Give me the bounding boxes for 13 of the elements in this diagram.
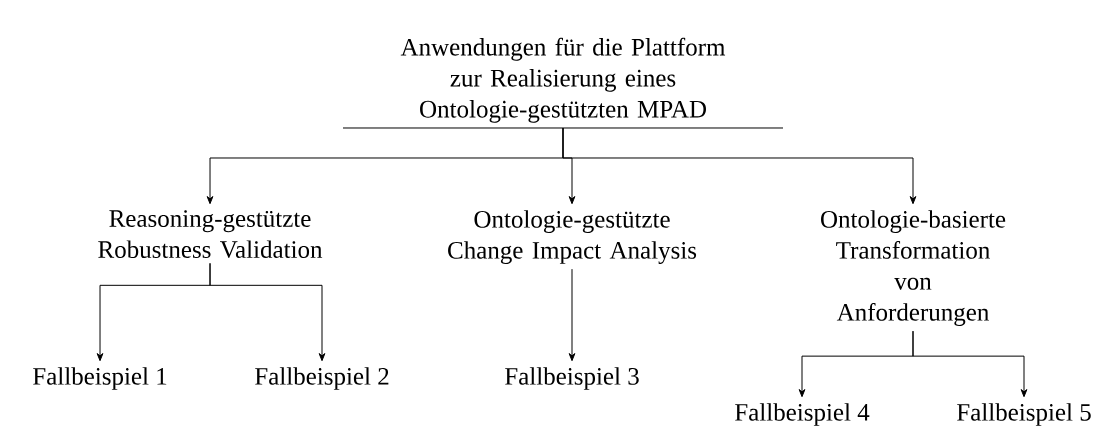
connector-arrow	[209, 262, 326, 362]
category-label: Ontologie-basierte Transformation von Anforderungen	[821, 210, 1006, 326]
heading-text: Anwendungen für die Plattform zur Realisierung eines Ontologie-gestützten MPAD	[400, 37, 726, 123]
connector-arrow	[562, 127, 917, 205]
case-label: Fallbeispiel 3	[505, 367, 639, 390]
case-label: Fallbeispiel 2	[255, 367, 389, 390]
connector-arrow	[912, 330, 1028, 398]
connector-arrow	[568, 268, 576, 362]
case-label: Fallbeispiel 5	[957, 403, 1091, 426]
case-label: Fallbeispiel 4	[735, 403, 870, 426]
category-label: Ontologie-gestützte Change Impact Analysis	[448, 210, 697, 264]
case-label: Fallbeispiel 1	[33, 367, 167, 390]
category-label: Reasoning-gestützte Robustness Validation	[98, 210, 323, 259]
